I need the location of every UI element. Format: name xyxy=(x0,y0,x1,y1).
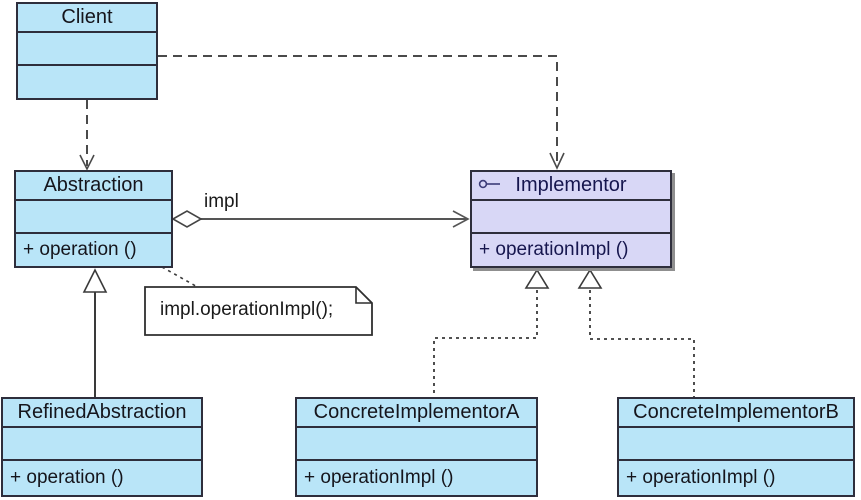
operations-compartment: + operation () xyxy=(16,234,171,266)
class-title-compartment: ConcreteImplementorB xyxy=(619,399,853,428)
class-name: Implementor xyxy=(515,174,627,196)
operations-compartment xyxy=(18,66,156,98)
realization-arrow-concreteimplementora-to-implementor xyxy=(433,268,550,397)
attributes-compartment xyxy=(16,201,171,234)
uml-note-text: impl.operationImpl(); xyxy=(160,299,334,320)
uml-note-shape xyxy=(144,286,373,336)
hollow-triangle-icon xyxy=(524,268,550,289)
generalization-arrow-refinedabstraction-to-abstraction xyxy=(82,268,108,397)
open-arrowhead-icon xyxy=(452,210,470,228)
class-name: RefinedAbstraction xyxy=(17,401,187,423)
attributes-compartment xyxy=(297,428,536,461)
aggregation-diamond-icon xyxy=(171,210,203,228)
class-title-compartment: ConcreteImplementorA xyxy=(297,399,536,428)
attributes-compartment xyxy=(18,33,156,66)
attributes-compartment xyxy=(3,428,201,461)
operations-compartment: + operationImpl () xyxy=(619,461,853,495)
class-abstraction: Abstraction + operation () xyxy=(14,170,173,268)
class-name: ConcreteImplementorB xyxy=(633,401,839,423)
class-title-compartment: Client xyxy=(18,4,156,33)
class-title-compartment: Abstraction xyxy=(16,172,171,201)
note-fold-corner-icon xyxy=(355,287,372,304)
class-title-compartment: RefinedAbstraction xyxy=(3,399,201,428)
operation-label: + operation () xyxy=(23,239,137,260)
realization-arrow-concreteimplementorb-to-implementor xyxy=(577,268,695,397)
aggregation-role-label: impl xyxy=(204,191,239,212)
class-name: Abstraction xyxy=(43,174,144,196)
class-refined-abstraction: RefinedAbstraction + operation () xyxy=(1,397,203,497)
dependency-arrow-client-to-abstraction xyxy=(79,100,95,171)
class-title-compartment: Implementor xyxy=(472,172,670,201)
operations-compartment: + operationImpl () xyxy=(297,461,536,495)
hollow-triangle-icon xyxy=(577,268,603,289)
operation-label: + operationImpl () xyxy=(304,467,454,488)
open-arrowhead-icon xyxy=(549,152,565,170)
operations-compartment: + operationImpl () xyxy=(472,234,670,266)
attributes-compartment xyxy=(472,201,670,234)
operation-label: + operationImpl () xyxy=(626,467,776,488)
class-name: ConcreteImplementorA xyxy=(313,401,520,423)
note-anchor-line xyxy=(161,266,202,290)
operation-label: + operation () xyxy=(10,467,124,488)
class-concrete-implementor-a: ConcreteImplementorA + operationImpl () xyxy=(295,397,538,497)
dependency-arrow-client-to-implementor xyxy=(158,55,565,170)
class-implementor: Implementor + operationImpl () xyxy=(470,170,672,268)
operation-label: + operationImpl () xyxy=(479,239,629,260)
class-concrete-implementor-b: ConcreteImplementorB + operationImpl () xyxy=(617,397,855,497)
open-arrowhead-icon xyxy=(79,154,95,171)
lollipop-interface-icon xyxy=(478,179,500,189)
attributes-compartment xyxy=(619,428,853,461)
operations-compartment: + operation () xyxy=(3,461,201,495)
class-name: Client xyxy=(61,6,113,28)
hollow-triangle-icon xyxy=(82,268,108,293)
class-client: Client xyxy=(16,2,158,100)
aggregation-arrow-abstraction-to-implementor xyxy=(171,210,470,228)
